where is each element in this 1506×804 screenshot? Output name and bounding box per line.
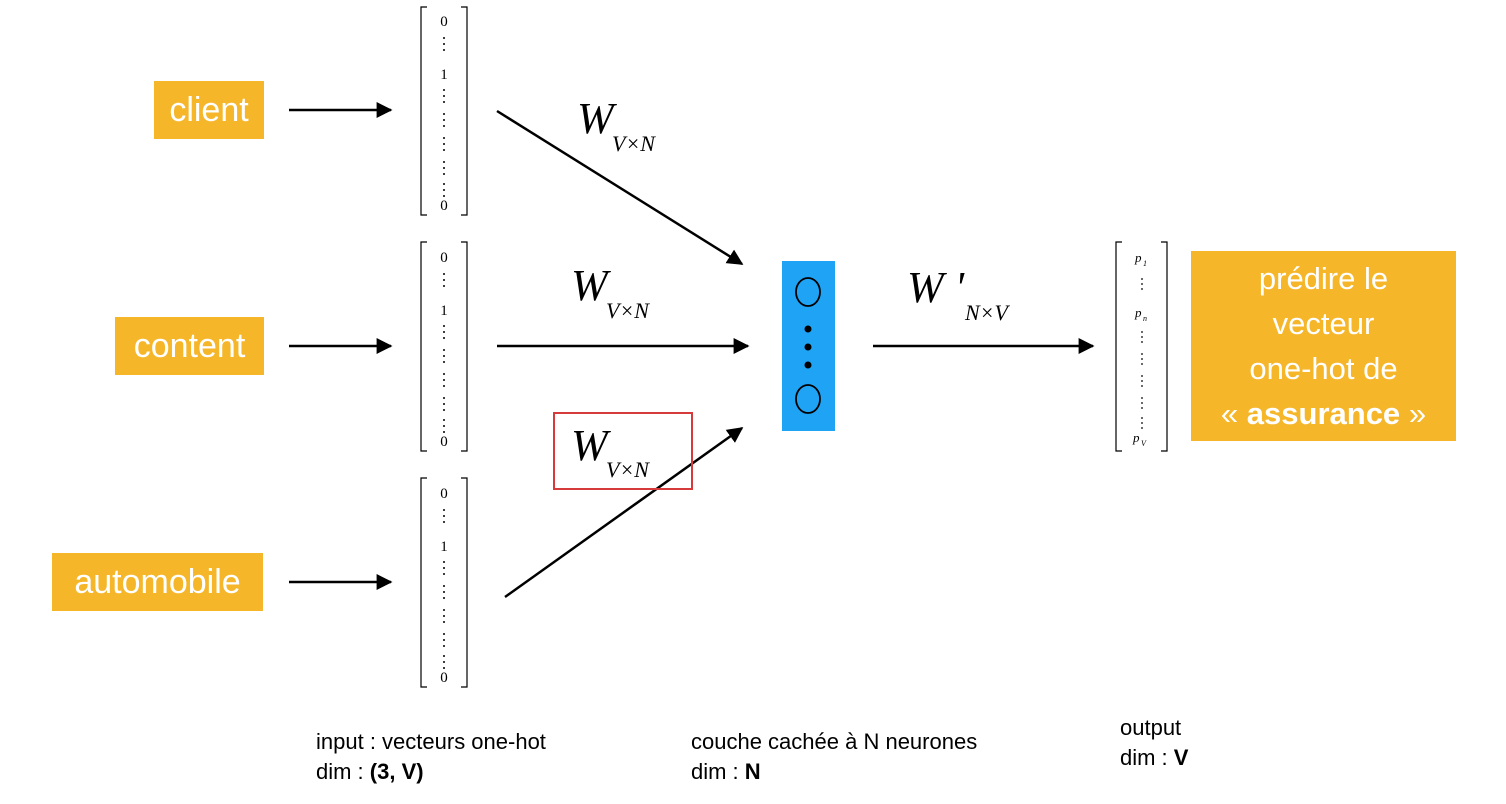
vector-dots: [443, 37, 445, 197]
input-caption-title: input : vecteurs one-hot: [316, 729, 546, 754]
output-caption: output dim : V: [1120, 713, 1188, 773]
hidden-dim-value: N: [744, 759, 761, 784]
neuron-circle: [795, 277, 821, 307]
vector-dots: [443, 273, 445, 433]
hidden-layer: [782, 261, 835, 431]
weight-subscript: V×N: [606, 298, 650, 323]
input-vector-automobile: 0 1 0: [420, 477, 468, 688]
vector-entry-bottom: 0: [440, 434, 448, 450]
weight-symbol: W: [577, 94, 617, 143]
prediction-line-1: prédire le: [1258, 261, 1389, 296]
hidden-caption-title: couche cachée à N neurones: [691, 729, 978, 754]
prediction-box: prédire le vecteur one-hot de « assuranc…: [1191, 251, 1456, 441]
input-dim-value: (3, V): [369, 759, 424, 784]
weight-symbol: W: [571, 421, 611, 470]
input-caption: input : vecteurs one-hot dim : (3, V): [316, 727, 546, 787]
neuron-dot: [804, 343, 812, 351]
output-entry-first-sub: 1: [1143, 259, 1147, 268]
arrow-automobile-to-hidden: [504, 426, 744, 599]
hidden-caption: couche cachée à N neurones dim : N: [691, 727, 977, 787]
weight-symbol: W: [571, 261, 611, 310]
output-weight-symbol: W ': [907, 263, 966, 312]
output-vector: p 1 p n p V: [1115, 241, 1168, 452]
word-content: content: [115, 317, 264, 375]
output-dim-value: V: [1173, 745, 1189, 770]
vector-dots: [443, 509, 445, 669]
output-entry-mid-sub: n: [1143, 314, 1147, 323]
weight-label-2: W V×N: [571, 261, 650, 323]
prediction-line-2: vecteur: [1272, 306, 1375, 341]
output-weight-subscript: N×V: [964, 300, 1011, 325]
output-entry-first: p: [1134, 250, 1142, 265]
prediction-line-4: « assurance »: [1191, 391, 1456, 436]
prediction-line-3: one-hot de: [1249, 351, 1398, 386]
vector-entry-top: 0: [440, 14, 448, 30]
prediction-open-quote: «: [1220, 396, 1239, 431]
output-entry-mid: p: [1134, 305, 1142, 320]
weight-subscript: V×N: [612, 131, 656, 156]
output-caption-dim: dim : V: [1120, 743, 1188, 773]
highlight-box: [553, 412, 693, 490]
neuron-dot: [804, 325, 812, 333]
prediction-target-word: assurance: [1246, 396, 1401, 431]
weight-label-3: W V×N: [571, 421, 650, 482]
output-entry-last: p: [1132, 430, 1140, 445]
prediction-close-quote: »: [1408, 396, 1427, 431]
vector-entry-one: 1: [440, 539, 448, 555]
input-vector-client: 0 1 0: [420, 6, 468, 216]
hidden-caption-dim: dim : N: [691, 757, 977, 787]
output-entry-last-sub: V: [1141, 439, 1147, 448]
output-weight-label: W ' N×V: [907, 263, 1011, 325]
output-caption-title: output: [1120, 715, 1182, 740]
arrow-client-to-hidden: [496, 109, 744, 266]
input-vector-content: 0 1 0: [420, 241, 468, 452]
word-client: client: [154, 81, 264, 139]
weight-label-1: W V×N: [577, 94, 656, 156]
neuron-circle: [795, 384, 821, 414]
vector-entry-bottom: 0: [440, 670, 448, 686]
vector-entry-bottom: 0: [440, 198, 448, 214]
input-caption-dim: dim : (3, V): [316, 757, 546, 787]
input-dim-label: dim :: [316, 759, 370, 784]
neuron-dot: [804, 361, 812, 369]
weight-subscript: V×N: [606, 457, 650, 482]
vector-entry-one: 1: [440, 67, 448, 83]
word-automobile: automobile: [52, 553, 263, 611]
vector-entry-top: 0: [440, 250, 448, 266]
output-vector-dots: [1141, 278, 1143, 429]
vector-entry-top: 0: [440, 486, 448, 502]
output-dim-label: dim :: [1120, 745, 1174, 770]
hidden-dim-label: dim :: [691, 759, 745, 784]
vector-entry-one: 1: [440, 303, 448, 319]
